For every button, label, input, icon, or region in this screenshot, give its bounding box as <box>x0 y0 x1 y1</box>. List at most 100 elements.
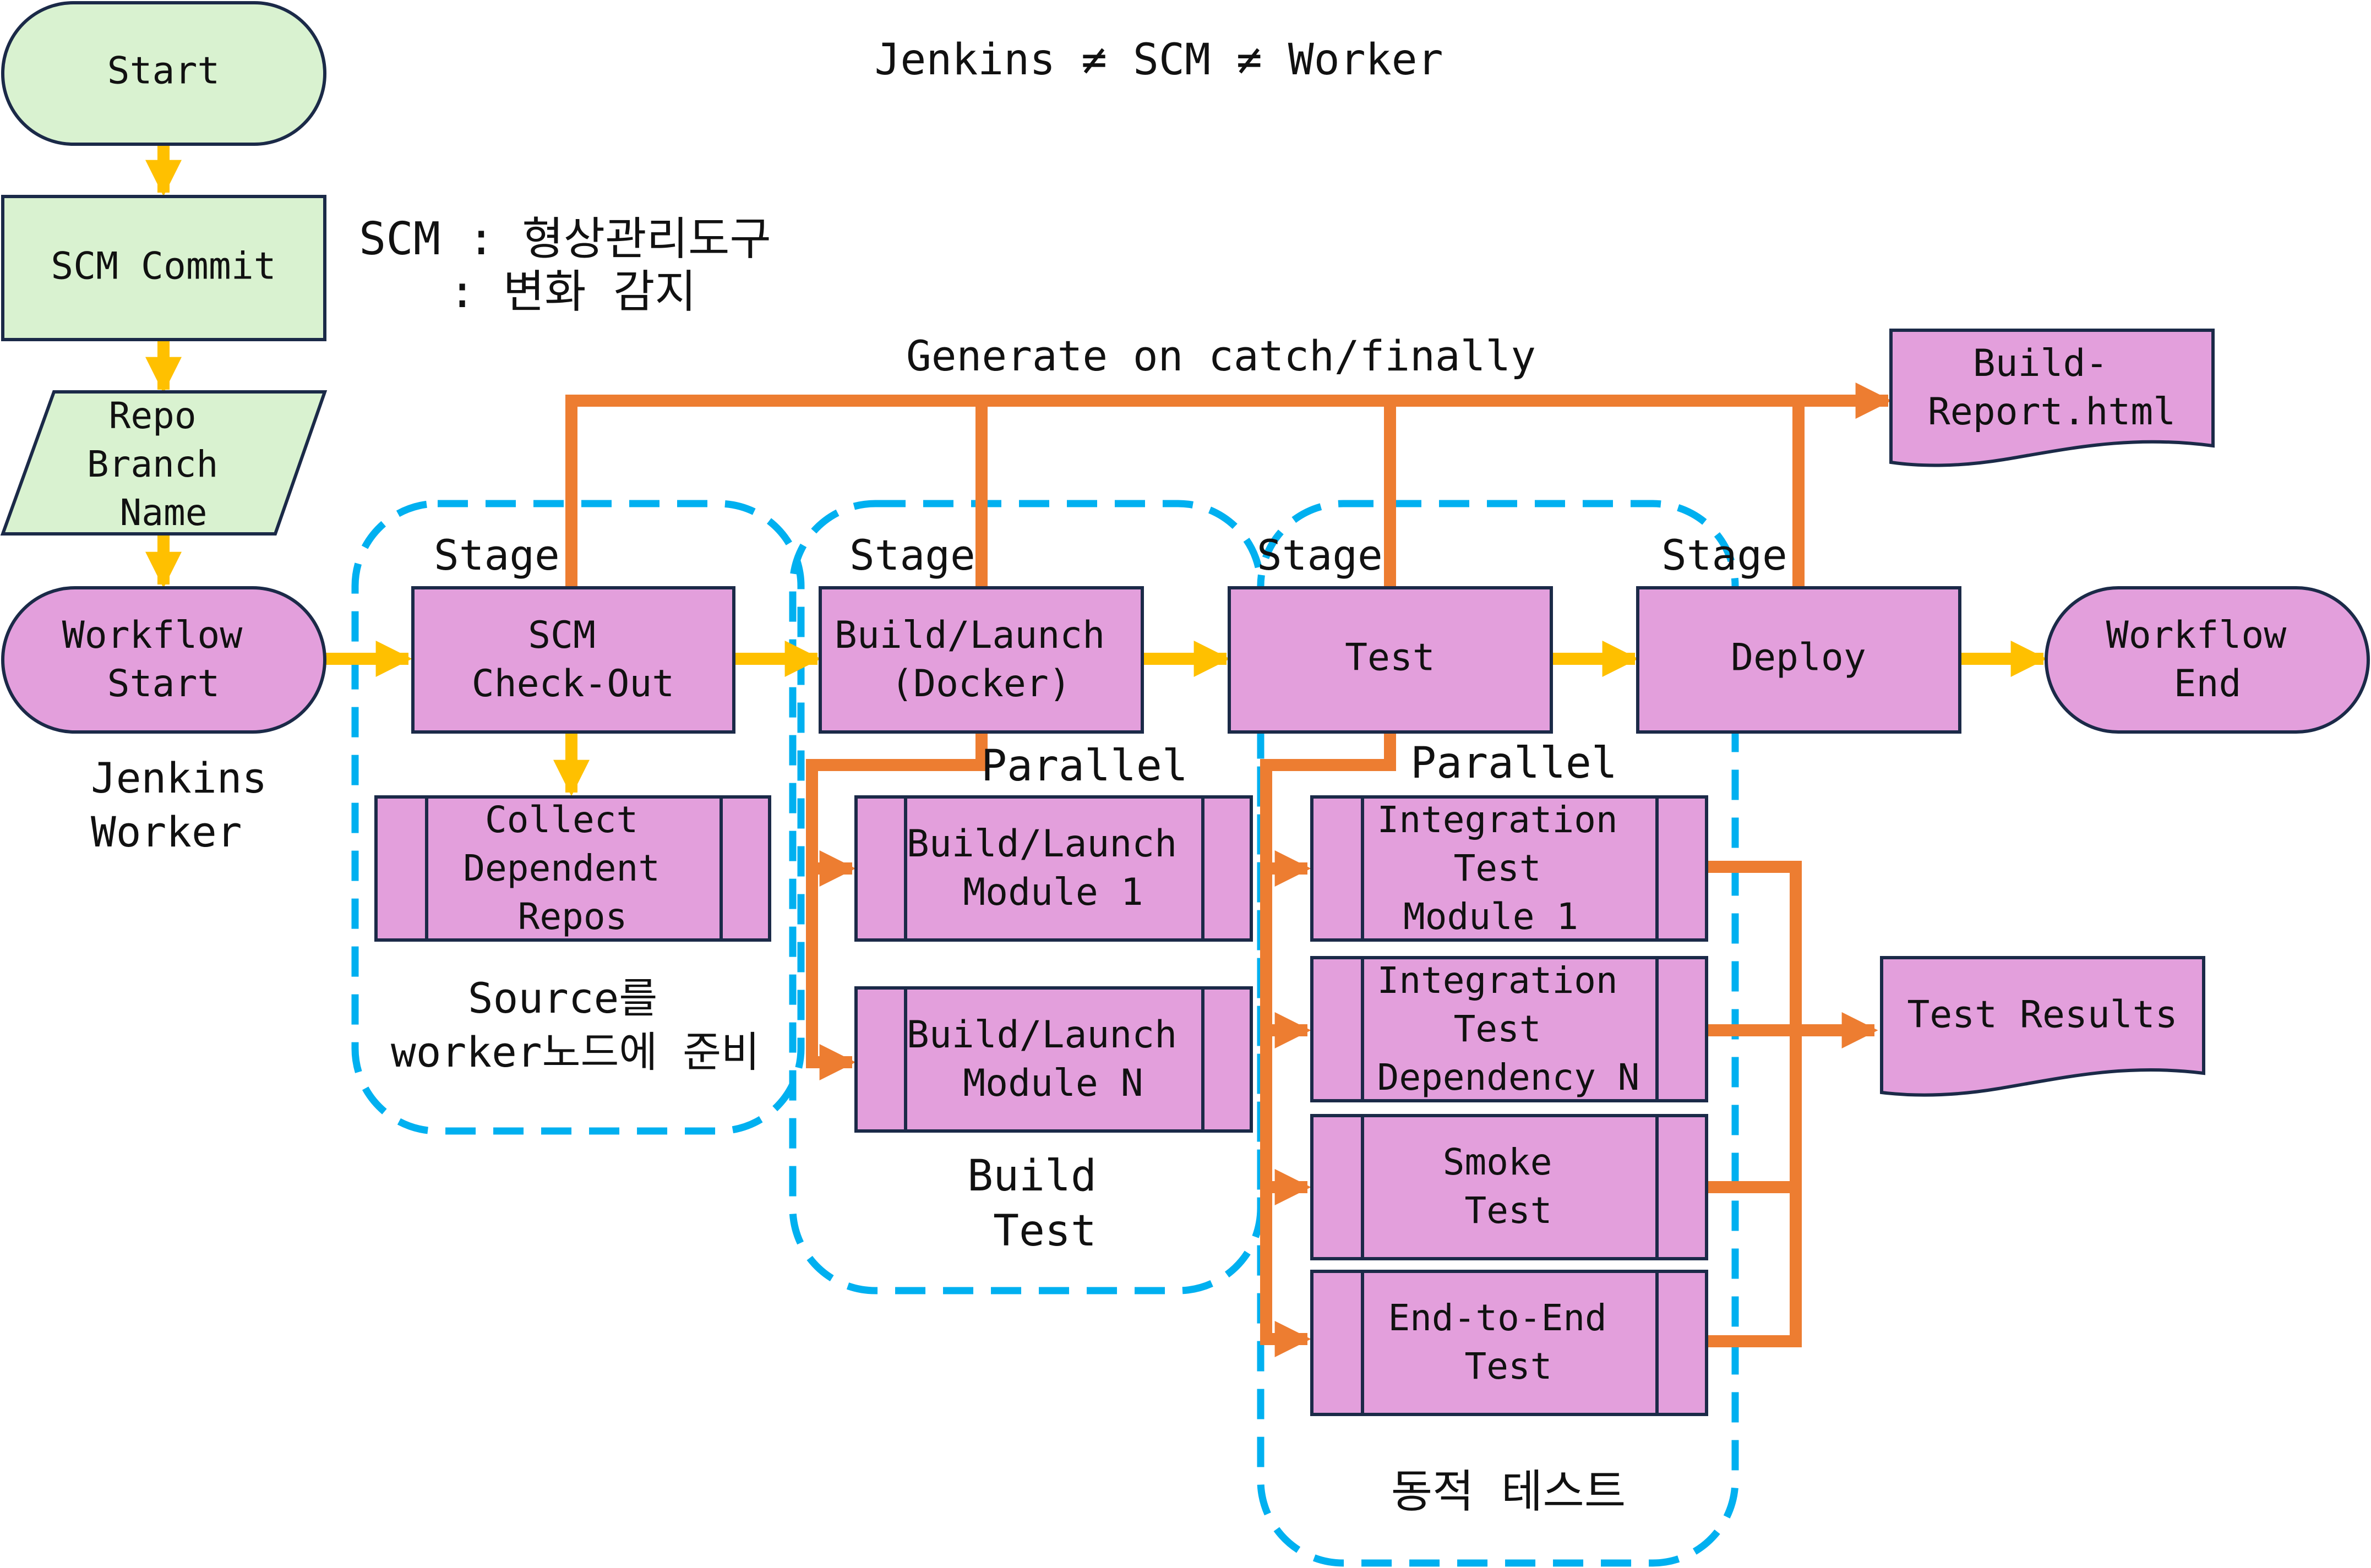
orange-flow-lines <box>565 383 1892 1357</box>
build-report-document <box>1889 329 2215 467</box>
e2e-test-label: End-to-End Test <box>1388 1297 1628 1387</box>
build-report-line-1: Build- <box>1973 342 2108 385</box>
source-stage-group <box>351 500 805 1135</box>
repo-input-box <box>0 390 328 536</box>
stage-label-build: Stage <box>849 531 975 580</box>
diagram-title: Jenkins ≠ SCM ≠ Worker <box>874 35 1443 85</box>
test-stage-box <box>1228 586 1553 734</box>
build-launch-line-2: (Docker) <box>891 662 1071 706</box>
build-group-line-1: Build <box>967 1151 1097 1201</box>
jenkins-worker-line-2: Worker <box>91 807 242 856</box>
build-module-n-box <box>854 986 1253 1133</box>
workflow-start-terminal <box>1 586 326 734</box>
smoke-test-label: Smoke Test <box>1443 1141 1574 1232</box>
stage-label-deploy: Stage <box>1661 531 1787 580</box>
test-modules: Integration Test Module 1 Integration Te… <box>1310 795 1708 1518</box>
e2e-test-box <box>1310 1270 1708 1416</box>
build-module-n-line-2: Module N <box>963 1062 1143 1105</box>
workflow-end-line-1: Workflow <box>2106 614 2287 657</box>
build-launch-label: Build/Launch (Docker) <box>835 614 1127 706</box>
scm-checkout-box <box>411 586 735 734</box>
integration-1-line-1: Integration <box>1377 799 1618 841</box>
smoke-test-box <box>1310 1114 1708 1260</box>
integration-n-line-1: Integration <box>1377 959 1618 1002</box>
repo-line-2: Branch <box>87 443 218 485</box>
build-report-line-2: Report.html <box>1928 390 2176 434</box>
integration-dependency-n-box <box>1310 956 1708 1102</box>
jenkins-worker-label: Jenkins Worker <box>91 753 292 856</box>
build-module-n-label: Build/Launch Module N <box>907 1013 1200 1105</box>
build-module-1-box <box>854 795 1253 942</box>
build-module-1-line-1: Build/Launch <box>907 822 1177 866</box>
deploy-stage-box <box>1636 586 1961 734</box>
integration-module-1-label: Integration Test Module 1 <box>1377 799 1640 938</box>
source-group-label: Source를 worker노드에 준비 <box>391 974 760 1077</box>
start-terminal <box>1 1 326 146</box>
smoke-line-1: Smoke <box>1443 1141 1552 1183</box>
build-parallel-spine <box>806 732 988 1080</box>
build-module-1-label: Build/Launch Module 1 <box>907 822 1200 914</box>
test-results-document <box>1880 956 2205 1097</box>
collect-repos-label: Collect Dependent Repos <box>463 799 682 938</box>
workflow-start-line-1: Workflow <box>62 614 243 657</box>
integration-1-line-3: Module 1 <box>1403 895 1578 938</box>
integration-n-line-2: Test <box>1454 1008 1541 1050</box>
source-group-line-1: Source를 <box>468 974 657 1023</box>
repo-line-1: Repo <box>109 395 197 437</box>
smoke-line-2: Test <box>1465 1189 1552 1232</box>
build-group-line-2: Test <box>993 1206 1097 1256</box>
integration-dependency-n-label: Integration Test Dependency N <box>1377 959 1640 1099</box>
start-label: Start <box>107 50 220 93</box>
report-bus-line <box>565 383 1892 586</box>
workflow-start-label: Workflow Start <box>62 614 265 706</box>
repo-label: Repo Branch Name <box>87 395 240 534</box>
scm-checkout-line-1: SCM <box>528 614 596 657</box>
stage-label-test: Stage <box>1257 531 1383 580</box>
build-module-1-line-2: Module 1 <box>963 871 1143 914</box>
e2e-line-2: Test <box>1465 1345 1552 1387</box>
jenkins-worker-line-1: Jenkins <box>91 753 267 802</box>
workflow-end-label: Workflow End <box>2106 614 2309 706</box>
integration-module-1-box <box>1310 795 1708 942</box>
repo-line-3: Name <box>120 491 208 534</box>
collect-line-2: Dependent <box>463 847 660 889</box>
workflow-start-line-2: Start <box>107 662 220 706</box>
build-group-label: Build Test <box>967 1151 1122 1256</box>
build-report-label: Build- Report.html <box>1928 342 2176 434</box>
e2e-line-1: End-to-End <box>1388 1297 1606 1339</box>
yellow-flow-arrows <box>145 144 2047 796</box>
stage-boxes: SCM Check-Out Build/Launch (Docker) Test… <box>411 586 2370 734</box>
stage-labels: Stage Stage Stage Stage <box>434 531 1787 580</box>
build-modules: Build/Launch Module 1 Build/Launch Modul… <box>854 795 1253 1256</box>
scm-checkout-label: SCM Check-Out <box>472 614 674 706</box>
test-stage-label: Test <box>1345 636 1435 680</box>
scm-commit-label: SCM Commit <box>51 245 276 288</box>
build-launch-box <box>819 586 1144 734</box>
generate-label: Generate on catch/finally <box>906 331 1536 380</box>
deploy-stage-label: Deploy <box>1731 636 1866 680</box>
build-parallel-label: Parallel <box>981 741 1188 791</box>
test-parallel-label: Parallel <box>1410 739 1617 788</box>
scm-note-line-1: SCM : 형상관리도구 <box>359 213 771 265</box>
collect-repos-box <box>374 795 771 942</box>
scm-note-line-2: : 변화 감지 <box>449 266 696 318</box>
source-group-line-2: worker노드에 준비 <box>391 1028 760 1077</box>
integration-n-line-3: Dependency N <box>1377 1056 1640 1099</box>
test-group-label: 동적 테스트 <box>1391 1466 1626 1518</box>
test-parallel-spine <box>1260 732 1396 1357</box>
results-bus-line <box>1707 861 1802 1347</box>
scm-checkout-line-2: Check-Out <box>472 662 674 706</box>
stage-label-scm: Stage <box>434 531 560 580</box>
integration-1-line-2: Test <box>1454 847 1541 889</box>
collect-line-3: Repos <box>518 895 628 938</box>
workflow-end-line-2: End <box>2174 662 2242 706</box>
test-results-label: Test Results <box>1907 993 2177 1037</box>
scm-commit-box <box>1 195 326 341</box>
collect-line-1: Collect <box>485 799 638 841</box>
build-module-n-line-1: Build/Launch <box>907 1013 1177 1057</box>
scm-note: SCM : 형상관리도구 : 변화 감지 <box>359 213 798 318</box>
build-launch-line-1: Build/Launch <box>835 614 1105 657</box>
workflow-end-terminal <box>2045 586 2370 734</box>
left-flow: Start SCM Commit Repo Branch Name Workfl… <box>0 1 328 856</box>
